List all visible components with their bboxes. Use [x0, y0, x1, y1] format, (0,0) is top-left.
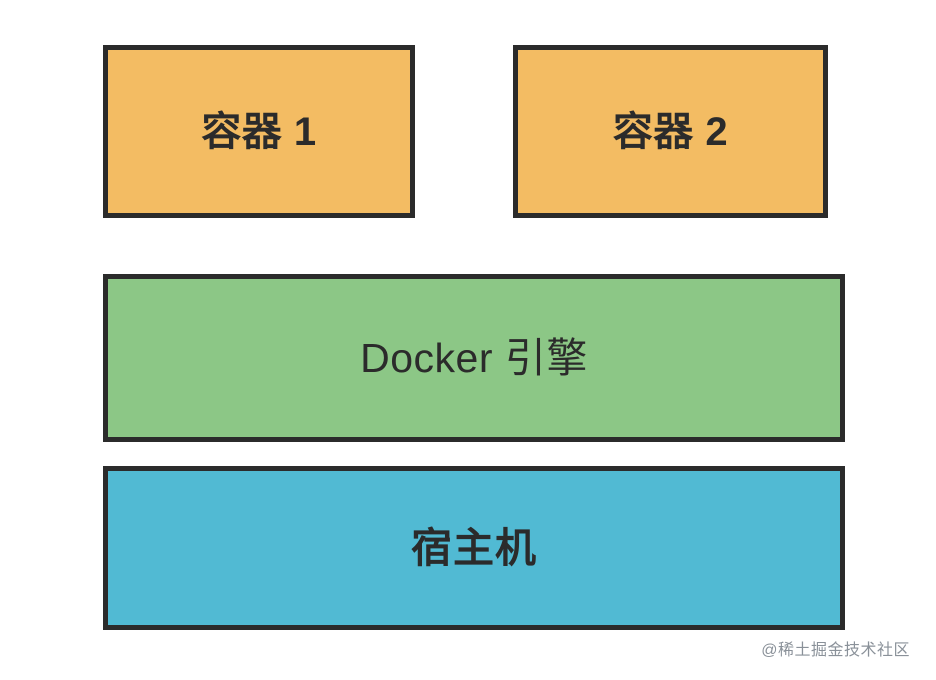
- container-1-label: 容器 1: [201, 109, 317, 154]
- container-2-label: 容器 2: [612, 109, 729, 154]
- docker-engine-box: Docker 引擎: [103, 274, 845, 442]
- host-machine-box: 宿主机: [103, 466, 845, 630]
- watermark-text: @稀土掘金技术社区: [761, 642, 910, 659]
- docker-engine-label: Docker 引擎: [360, 334, 588, 381]
- container-1-box: 容器 1: [103, 45, 415, 218]
- host-machine-label: 宿主机: [411, 524, 537, 571]
- container-2-box: 容器 2: [513, 45, 828, 218]
